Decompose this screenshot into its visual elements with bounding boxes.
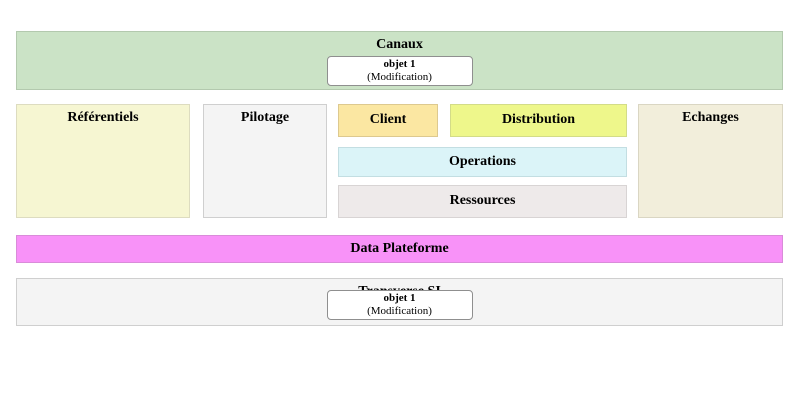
object-node-action: (Modification) [367,71,432,83]
block-distribution[interactable]: Distribution [450,104,627,137]
transverse-si-object-node[interactable]: objet 1 (Modification) [326,290,473,320]
block-canaux-title: Canaux [376,37,423,52]
block-client[interactable]: Client [338,104,438,137]
block-pilotage[interactable]: Pilotage [203,104,327,218]
block-echanges[interactable]: Echanges [638,104,783,218]
block-referentiels[interactable]: Référentiels [16,104,190,218]
object-node-action: (Modification) [367,305,432,317]
canaux-object-node[interactable]: objet 1 (Modification) [326,56,473,86]
block-pilotage-title: Pilotage [240,110,290,125]
block-data-plateforme[interactable]: Data Plateforme [16,235,783,263]
block-referentiels-title: Référentiels [67,110,139,125]
block-distribution-title: Distribution [501,112,576,128]
block-client-title: Client [369,112,407,128]
block-ressources-title: Ressources [449,193,516,209]
block-transverse-si[interactable]: Transverse SI objet 1 (Modification) [16,278,783,326]
block-operations[interactable]: Operations [338,147,627,177]
object-node-name: objet 1 [383,58,416,71]
block-echanges-title: Echanges [682,110,739,125]
block-data-plateforme-title: Data Plateforme [350,240,449,256]
object-node-name: objet 1 [383,292,416,305]
block-operations-title: Operations [449,153,516,169]
block-ressources[interactable]: Ressources [338,185,627,218]
block-canaux[interactable]: Canaux objet 1 (Modification) [16,31,783,90]
